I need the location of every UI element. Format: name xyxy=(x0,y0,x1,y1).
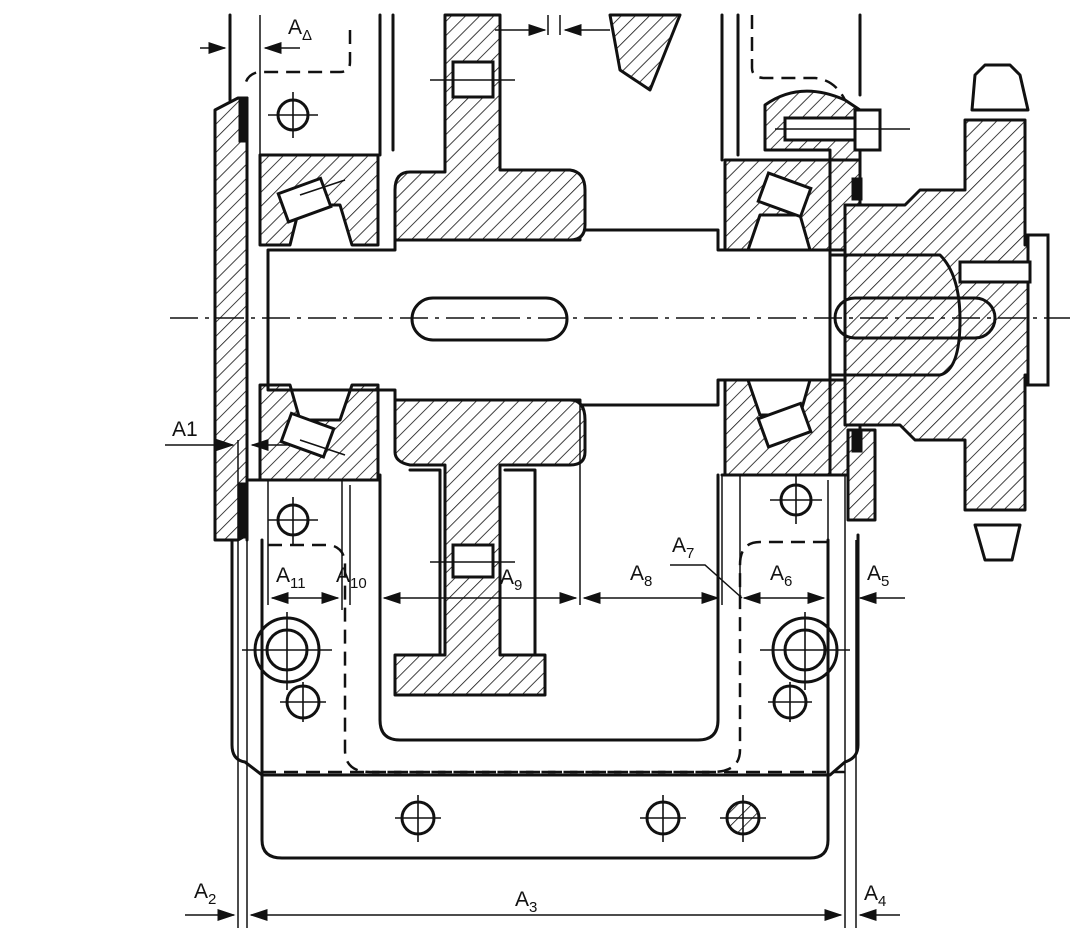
label-a5: A5 xyxy=(867,562,889,590)
left-bearing xyxy=(258,153,380,482)
label-a2: A2 xyxy=(194,880,216,908)
sprocket xyxy=(843,63,1050,562)
label-a1: A1 xyxy=(172,418,198,441)
label-a3: A3 xyxy=(515,888,537,916)
label-a9: A9 xyxy=(500,566,522,594)
center-lines xyxy=(170,79,1070,842)
dimension-labels: AΔ A1 A2 A3 A4 A5 A6 A7 A8 A9 A10 A11 xyxy=(172,16,889,916)
label-a6: A6 xyxy=(770,562,792,590)
gear xyxy=(393,13,682,697)
right-bearing xyxy=(723,158,832,477)
dimension-lines xyxy=(165,15,905,928)
label-a4: A4 xyxy=(864,882,886,910)
label-a10: A10 xyxy=(336,564,367,592)
label-a8: A8 xyxy=(630,562,652,590)
left-bearing-cover xyxy=(213,96,249,542)
label-a-delta: AΔ xyxy=(288,16,312,44)
label-a11: A11 xyxy=(276,564,306,592)
label-a7: A7 xyxy=(672,534,694,562)
